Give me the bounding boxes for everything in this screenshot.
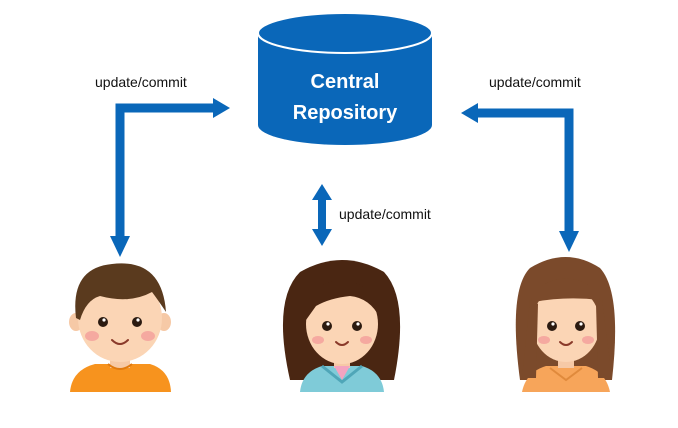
left-arrow-line (115, 103, 215, 240)
repository-label-line1: Central (311, 71, 380, 93)
right-arrow-head-left (461, 103, 478, 123)
right-arrow-label: update/commit (489, 74, 581, 90)
central-repository: Central Repository (257, 12, 433, 145)
woman-face (532, 286, 600, 362)
middle-arrow-label: update/commit (339, 206, 431, 222)
girl-collar (321, 364, 363, 384)
boy-smile (111, 339, 129, 345)
girl-smile (335, 341, 349, 346)
right-arrow-head-down (559, 231, 579, 252)
boy-hair (75, 263, 166, 320)
girl-eye-left (322, 321, 332, 331)
repository-cylinder-body (258, 33, 432, 145)
middle-arrow-head-up (312, 184, 332, 200)
boy-eye-right (132, 317, 142, 327)
boy-eye-shine-right (136, 318, 140, 322)
woman-cheek-left (538, 336, 550, 344)
girl-eye-right (352, 321, 362, 331)
girl-avatar-icon (282, 260, 401, 392)
boy-eye-shine-left (102, 318, 106, 322)
woman-eye-shine-left (551, 322, 555, 326)
left-update-commit-arrow (110, 98, 230, 257)
girl-cheek-right (360, 336, 372, 344)
woman-eye-right (575, 321, 585, 331)
boy-cheek-right (141, 331, 155, 341)
middle-arrow-head-down (312, 229, 332, 246)
middle-update-commit-arrow (312, 184, 332, 246)
right-update-commit-arrow (461, 103, 579, 252)
boy-eye-left (98, 317, 108, 327)
boy-collar (107, 363, 133, 370)
woman-collar (549, 367, 583, 382)
boy-shirt (70, 364, 171, 392)
woman-bangs (529, 278, 603, 318)
woman-smile (559, 341, 573, 346)
left-arrow-head-right (213, 98, 230, 118)
woman-hair-side-right (596, 300, 612, 378)
woman-avatar-icon (515, 257, 616, 392)
girl-face (306, 284, 378, 364)
repository-label-line2: Repository (293, 102, 398, 124)
repository-cylinder-top (257, 12, 433, 54)
boy-avatar-icon (69, 263, 171, 392)
woman-eye-shine-right (579, 322, 583, 326)
woman-eye-left (547, 321, 557, 331)
girl-eye-shine-left (326, 322, 330, 326)
left-arrow-label: update/commit (95, 74, 187, 90)
right-arrow-line (476, 108, 574, 235)
girl-eye-shine-right (356, 322, 360, 326)
woman-cheek-right (582, 336, 594, 344)
middle-arrow-shaft (318, 196, 326, 232)
girl-bangs (305, 280, 380, 320)
woman-hair-side-left (522, 300, 538, 378)
girl-inner-shirt (334, 366, 350, 380)
girl-cheek-left (312, 336, 324, 344)
left-arrow-head-down (110, 236, 130, 257)
boy-cheek-left (85, 331, 99, 341)
